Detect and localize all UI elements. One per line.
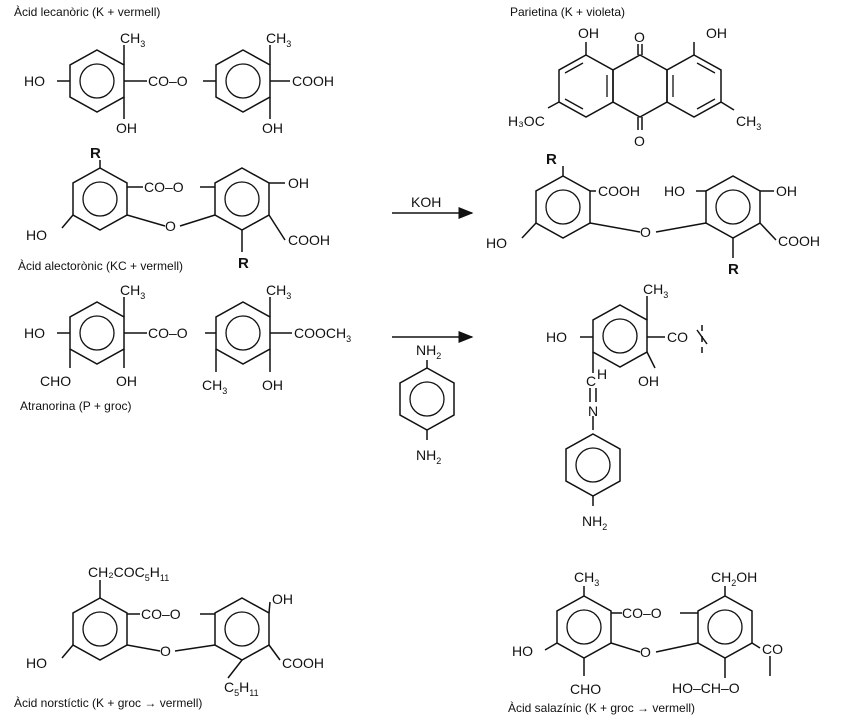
svg-text:CH3: CH3: [120, 282, 145, 301]
structure-alectoronic-acid: R CO–O O OH COOH HO R: [26, 145, 330, 272]
svg-text:HO: HO: [26, 227, 47, 243]
koh-reaction-arrow: KOH: [392, 194, 474, 219]
svg-text:CH3: CH3: [736, 113, 761, 132]
svg-text:O: O: [634, 133, 645, 149]
svg-text:R: R: [728, 261, 739, 278]
caption-alectoronic-acid: Àcid alectorònic (KC + vermell): [18, 258, 183, 273]
svg-text:OH: OH: [116, 373, 137, 389]
svg-text:OH: OH: [638, 373, 659, 389]
svg-text:OH: OH: [706, 25, 727, 41]
svg-text:OH: OH: [272, 591, 293, 607]
svg-text:CO–O: CO–O: [148, 325, 188, 341]
svg-text:COOH: COOH: [778, 233, 820, 249]
svg-text:CO: CO: [667, 329, 688, 345]
svg-text:CO: CO: [762, 641, 783, 657]
svg-text:HO: HO: [486, 235, 507, 251]
structure-salazinic-acid: CH3 CO–O CH2OH O CO HO CHO HO–CH–O: [512, 569, 783, 697]
structure-p-phenylenediamine: NH2 NH2: [399, 342, 455, 466]
structure-atranorin: CH3 HO CO–O CHO OH CH3 COOCH3 CH3 OH: [24, 282, 351, 396]
structure-alectoronic-hydrolysis-product: R COOH HO OH O HO COOH R: [486, 151, 820, 278]
svg-text:NH2: NH2: [582, 513, 607, 532]
svg-text:O: O: [165, 218, 176, 234]
svg-text:COOH: COOH: [598, 183, 640, 199]
svg-text:OH: OH: [776, 183, 797, 199]
svg-text:H₃OC: H₃OC: [508, 113, 545, 129]
svg-text:HO: HO: [512, 643, 533, 659]
svg-text:O: O: [160, 643, 171, 659]
caption-lecanoric-acid: Àcid lecanòric (K + vermell): [14, 4, 160, 19]
structure-norstictic-acid: CH₂COC5H11 CO–O O OH COOH HO C5H11: [26, 564, 324, 698]
r-substituent: R: [90, 145, 101, 162]
structure-parietin: OH O OH H₃OC CH3 O: [508, 25, 761, 149]
svg-text:OH: OH: [262, 120, 283, 136]
svg-text:N: N: [588, 403, 598, 419]
svg-text:CH3: CH3: [574, 569, 599, 588]
svg-text:CH₂COC5H11: CH₂COC5H11: [88, 564, 169, 583]
svg-text:CHO: CHO: [570, 681, 601, 697]
svg-text:CH3: CH3: [202, 377, 227, 396]
ester-linkage: CO–O: [148, 73, 188, 89]
svg-text:CH3: CH3: [643, 281, 668, 300]
svg-text:CO–O: CO–O: [141, 606, 181, 622]
svg-text:COOH: COOH: [282, 655, 324, 671]
svg-text:NH2: NH2: [416, 342, 441, 361]
svg-text:OH: OH: [288, 175, 309, 191]
svg-text:HO: HO: [26, 655, 47, 671]
svg-text:C5H11: C5H11: [224, 679, 259, 698]
svg-text:OH: OH: [116, 120, 137, 136]
svg-text:COOH: COOH: [288, 232, 330, 248]
hydroxyl-group: HO: [24, 73, 45, 89]
svg-text:CH3: CH3: [266, 282, 291, 301]
caption-salazinic-acid: Àcid salazínic (K + groc → vermell): [508, 700, 695, 715]
caption-parietin: Parietina (K + violeta): [510, 5, 625, 19]
svg-text:OH: OH: [578, 25, 599, 41]
svg-text:CHO: CHO: [40, 373, 71, 389]
carboxyl-group: COOH: [292, 73, 334, 89]
svg-text:OH: OH: [262, 377, 283, 393]
svg-text:NH2: NH2: [416, 447, 441, 466]
svg-text:HO: HO: [24, 325, 45, 341]
svg-text:COOCH3: COOCH3: [294, 325, 351, 344]
svg-text:CO–O: CO–O: [622, 605, 662, 621]
svg-text:HO–CH–O: HO–CH–O: [672, 680, 740, 696]
svg-text:O: O: [640, 224, 651, 240]
koh-label: KOH: [411, 194, 441, 210]
svg-text:H: H: [597, 366, 607, 382]
caption-atranorin: Atranorina (P + groc): [20, 399, 132, 413]
svg-text:R: R: [546, 151, 557, 168]
svg-text:O: O: [634, 29, 645, 45]
svg-text:HO: HO: [546, 329, 567, 345]
svg-text:R: R: [238, 255, 249, 272]
svg-text:CH3: CH3: [266, 30, 291, 49]
structure-lecanoric-acid: CH3 HO CO–O OH CH3 COOH OH: [24, 30, 334, 136]
svg-text:C: C: [586, 373, 596, 389]
structure-atranorin-schiff-base-product: CH3 HO CO C H OH N NH2: [546, 281, 708, 532]
svg-text:O: O: [640, 644, 651, 660]
svg-text:CH3: CH3: [120, 30, 145, 49]
svg-text:CO–O: CO–O: [144, 179, 184, 195]
caption-norstictic-acid: Àcid norstíctic (K + groc → vermell): [14, 695, 202, 710]
svg-text:HO: HO: [664, 183, 685, 199]
svg-text:CH2OH: CH2OH: [711, 569, 757, 588]
